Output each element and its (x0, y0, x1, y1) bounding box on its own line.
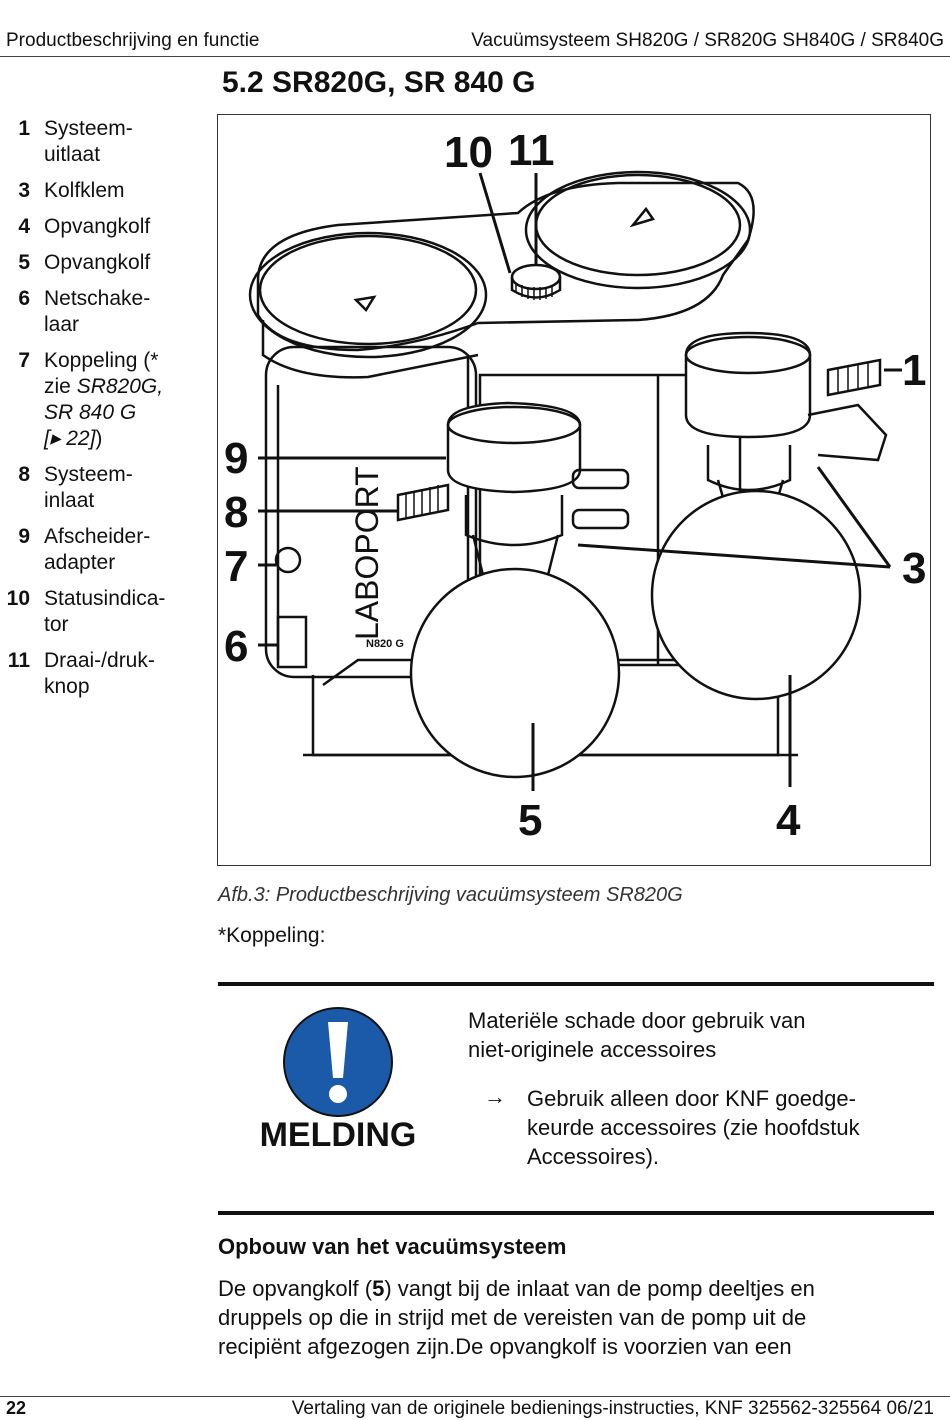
figure-caption: Afb.3: Productbeschrijving vacuümsysteem… (218, 884, 683, 906)
callout-4: 4 (776, 796, 801, 845)
callout-7: 7 (224, 542, 248, 591)
right-head-cover (524, 170, 752, 290)
callout-11: 11 (508, 126, 555, 175)
legend-number: 6 (18, 287, 30, 310)
header-chapter: Productbeschrijving en functie (6, 30, 260, 51)
leader-3b (577, 543, 891, 569)
legend-text: Systeem- inlaat (44, 463, 133, 512)
callout-5: 5 (518, 796, 542, 845)
legend-number: 3 (18, 179, 30, 202)
legend-item: 7 Koppeling (* zie SR820G, SR 840 G [▸ 22… (0, 348, 205, 452)
power-switch (276, 615, 308, 669)
notice-rule-top (218, 982, 934, 986)
legend-number: 1 (18, 117, 30, 140)
legend-text: Opvangkolf (44, 215, 151, 238)
header-rule (0, 56, 950, 57)
notice-exclamation-icon (282, 1006, 394, 1123)
callout-3: 3 (902, 544, 926, 593)
legend-item: 8 Systeem- inlaat (0, 462, 205, 514)
body-bold-ref: 5 (372, 1276, 385, 1301)
callout-10: 10 (444, 128, 493, 177)
collection-flask-left (409, 567, 621, 779)
legend-number: 7 (18, 349, 30, 372)
legend-number: 11 (7, 649, 30, 672)
koppeling-note: *Koppeling: (218, 924, 326, 947)
subsection-title: Opbouw van het vacuümsysteem (218, 1234, 567, 1259)
legend-item: 9 Afscheider- adapter (0, 524, 205, 576)
arrow-right-icon: → (484, 1084, 506, 1109)
legend-item: 1 Systeem- uitlaat (0, 116, 205, 168)
leader-10 (478, 172, 512, 274)
callout-6: 6 (224, 622, 248, 671)
footer-rule (0, 1396, 950, 1397)
legend-item: 5 Opvangkolf (0, 250, 205, 276)
legend-item: 4 Opvangkolf (0, 214, 205, 240)
legend-text: Koppeling (* zie SR820G, SR 840 G [▸ 22]… (44, 349, 164, 450)
legend-text: Kolfklem (44, 179, 125, 202)
legend-item: 3 Kolfklem (0, 178, 205, 204)
legend-number: 4 (18, 215, 30, 238)
product-drawing: LABOPORT N820 G 10 11 1 3 9 8 7 6 5 (224, 126, 926, 845)
separator-right (684, 331, 812, 439)
legend-number: 8 (18, 463, 30, 486)
section-title: 5.2 SR820G, SR 840 G (222, 66, 536, 99)
legend-text: Systeem- uitlaat (44, 117, 133, 166)
legend-item: 11 Draai-/druk- knop (0, 648, 205, 700)
callout-8: 8 (224, 488, 248, 537)
legend-text: Statusindica- tor (44, 587, 166, 636)
callout-1: 1 (902, 346, 926, 395)
legend-text: Netschake- laar (44, 287, 151, 336)
legend-number: 5 (18, 251, 30, 274)
device-label: LABOPORT (349, 466, 385, 640)
legend-item: 6 Netschake- laar (0, 286, 205, 338)
callout-9: 9 (224, 434, 248, 483)
product-figure: LABOPORT N820 G 10 11 1 3 9 8 7 6 5 (217, 114, 931, 866)
footer-text: Vertaling van de originele bedienings-in… (291, 1398, 934, 1419)
body-paragraph: De opvangkolf (5) vangt bij de inlaat va… (218, 1276, 815, 1359)
page-number: 22 (6, 1398, 27, 1418)
pump-head-top (256, 181, 755, 352)
legend-text: Opvangkolf (44, 251, 151, 274)
legend-text: Afscheider- adapter (44, 525, 151, 574)
legend-text: Draai-/druk- knop (44, 649, 155, 698)
model-label: N820 G (366, 638, 404, 650)
separator-left (446, 401, 582, 494)
notice-instruction: Gebruik alleen door KNF goedge- keurde a… (527, 1086, 860, 1169)
system-outlet-fitting (826, 358, 882, 397)
coupling-port (274, 546, 302, 574)
legend-item: 10 Statusindica- tor (0, 586, 205, 638)
header-product: Vacuümsysteem SH820G / SR820G SH840G / S… (471, 30, 944, 51)
leader-3a (816, 466, 892, 568)
left-head-cover (248, 231, 488, 359)
legend-number: 10 (6, 587, 30, 610)
notice-heading: Materiële schade door gebruik van niet-o… (468, 1008, 806, 1062)
notice-label: MELDING (259, 1116, 417, 1154)
collection-flask-right (650, 489, 862, 701)
rotary-knob (510, 263, 562, 291)
legend-number: 9 (18, 525, 30, 548)
notice-rule-bottom (218, 1211, 934, 1215)
